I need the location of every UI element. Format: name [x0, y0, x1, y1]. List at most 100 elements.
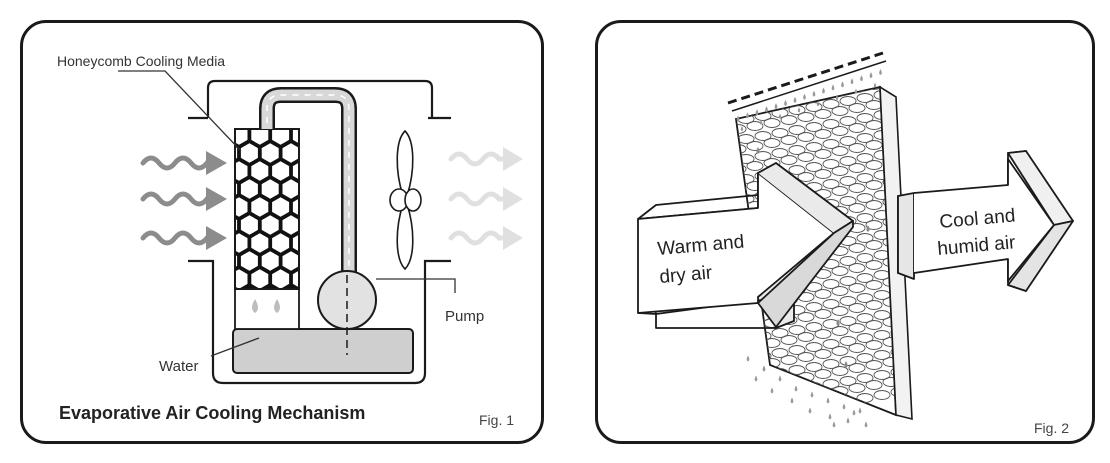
pad-cell: [865, 87, 883, 90]
pad-cell: [839, 276, 857, 286]
pad-cell: [831, 126, 849, 136]
honeycomb-media: [210, 125, 320, 290]
pad-cell: [856, 93, 874, 103]
pad-cell: [848, 343, 866, 353]
pad-cell: [763, 378, 781, 388]
pad-cell: [788, 125, 806, 135]
pad-cell: [780, 335, 798, 345]
water-drop-icon: [850, 78, 854, 85]
water-drop-icon: [812, 90, 816, 97]
honeycomb-cell: [210, 125, 227, 145]
pad-cell: [856, 233, 874, 243]
pad-cell: [839, 336, 857, 346]
pad-cell: [865, 140, 883, 150]
pad-cell: [883, 78, 899, 87]
pad-cell: [814, 329, 832, 339]
water-drop-icon: [754, 375, 758, 382]
pad-cell: [814, 309, 832, 319]
pad-cell: [856, 353, 874, 363]
water-drop-icon: [831, 84, 835, 91]
honeycomb-cell: [240, 143, 258, 163]
pad-cell: [865, 280, 883, 290]
pad-cell: [797, 132, 815, 142]
honeycomb-cell: [251, 129, 269, 145]
pad-cell: [805, 362, 823, 372]
pad-cell: [763, 138, 781, 148]
honeycomb-cell: [272, 129, 290, 145]
pad-cell: [814, 349, 832, 359]
cool-air-arrow: [448, 230, 508, 246]
pad-cell: [848, 143, 866, 153]
pad-cell: [780, 115, 798, 125]
pad-cell: [788, 145, 806, 155]
pad-cell: [856, 153, 874, 163]
honeycomb-cell: [261, 251, 279, 271]
pad-cell: [856, 273, 874, 283]
pad-cell: [856, 373, 874, 383]
honeycomb-cell: [240, 179, 258, 199]
pad-cell: [839, 156, 857, 166]
water-drop-icon: [793, 96, 797, 103]
pad-cell: [746, 361, 764, 371]
pad-cell: [746, 87, 764, 91]
pad-cell: [736, 404, 747, 414]
pad-cell: [797, 332, 815, 342]
pad-cell: [771, 348, 789, 358]
water-drop-icon: [790, 397, 794, 404]
pad-cell: [856, 333, 874, 343]
pad-cell: [890, 347, 896, 357]
honeycomb-cell: [303, 251, 320, 271]
water-drop-icon: [844, 361, 848, 368]
drip-zone: [234, 288, 300, 330]
pad-cell: [763, 398, 781, 408]
pad-cell: [822, 139, 840, 149]
pad-cell: [805, 322, 823, 332]
honeycomb-cell: [292, 234, 299, 252]
honeycomb-cell: [282, 179, 299, 199]
pad-cell: [831, 306, 849, 316]
pad-cell: [848, 123, 866, 133]
water-drop-icon: [822, 87, 825, 94]
figure-2-number: Fig. 2: [1034, 420, 1069, 436]
water-drop-icon: [755, 109, 759, 116]
pad-cell: [822, 159, 840, 169]
outgoing-air-arrows: [448, 151, 508, 246]
pad-cell: [831, 186, 849, 196]
pad-cell: [746, 401, 764, 411]
water-drop-icon: [746, 355, 750, 362]
pad-cell: [805, 102, 823, 112]
housing-lower-outline: [188, 259, 451, 385]
pad-cell: [882, 337, 896, 347]
water-drop-icon: [274, 299, 280, 313]
pad-cell: [736, 384, 747, 394]
pad-cell: [822, 379, 840, 389]
water-drop-icon: [770, 387, 774, 394]
pad-cell: [780, 375, 798, 385]
pump-label: Pump: [445, 308, 484, 325]
pad-cell: [848, 283, 866, 293]
honeycomb-cell: [272, 233, 290, 253]
pad-cell: [822, 339, 840, 349]
cool-air-arrow: [448, 191, 508, 207]
warm-air-arrow: [637, 162, 854, 329]
pad-cell: [848, 323, 866, 333]
arrow-head: [503, 147, 523, 171]
pad-cell: [814, 389, 832, 399]
pad-cell: [805, 302, 823, 312]
pad-cell: [856, 393, 874, 403]
honeycomb-cell: [282, 215, 299, 235]
pad-cell: [848, 103, 866, 113]
pad-cell: [883, 58, 899, 67]
honeycomb-leader-line: [118, 70, 242, 152]
warm-air-arrow: [140, 191, 212, 207]
honeycomb-media-label: Honeycomb Cooling Media: [57, 53, 225, 69]
figure-1-number: Fig. 1: [479, 412, 514, 428]
water-drop-icon: [873, 82, 877, 88]
water-drop-icon: [252, 299, 258, 313]
water-drop-icon: [797, 107, 801, 113]
pad-cell: [822, 279, 840, 289]
pad-cell: [865, 320, 883, 330]
pad-cell: [771, 128, 789, 138]
pad-cell: [746, 141, 764, 151]
pad-cell: [771, 148, 789, 158]
